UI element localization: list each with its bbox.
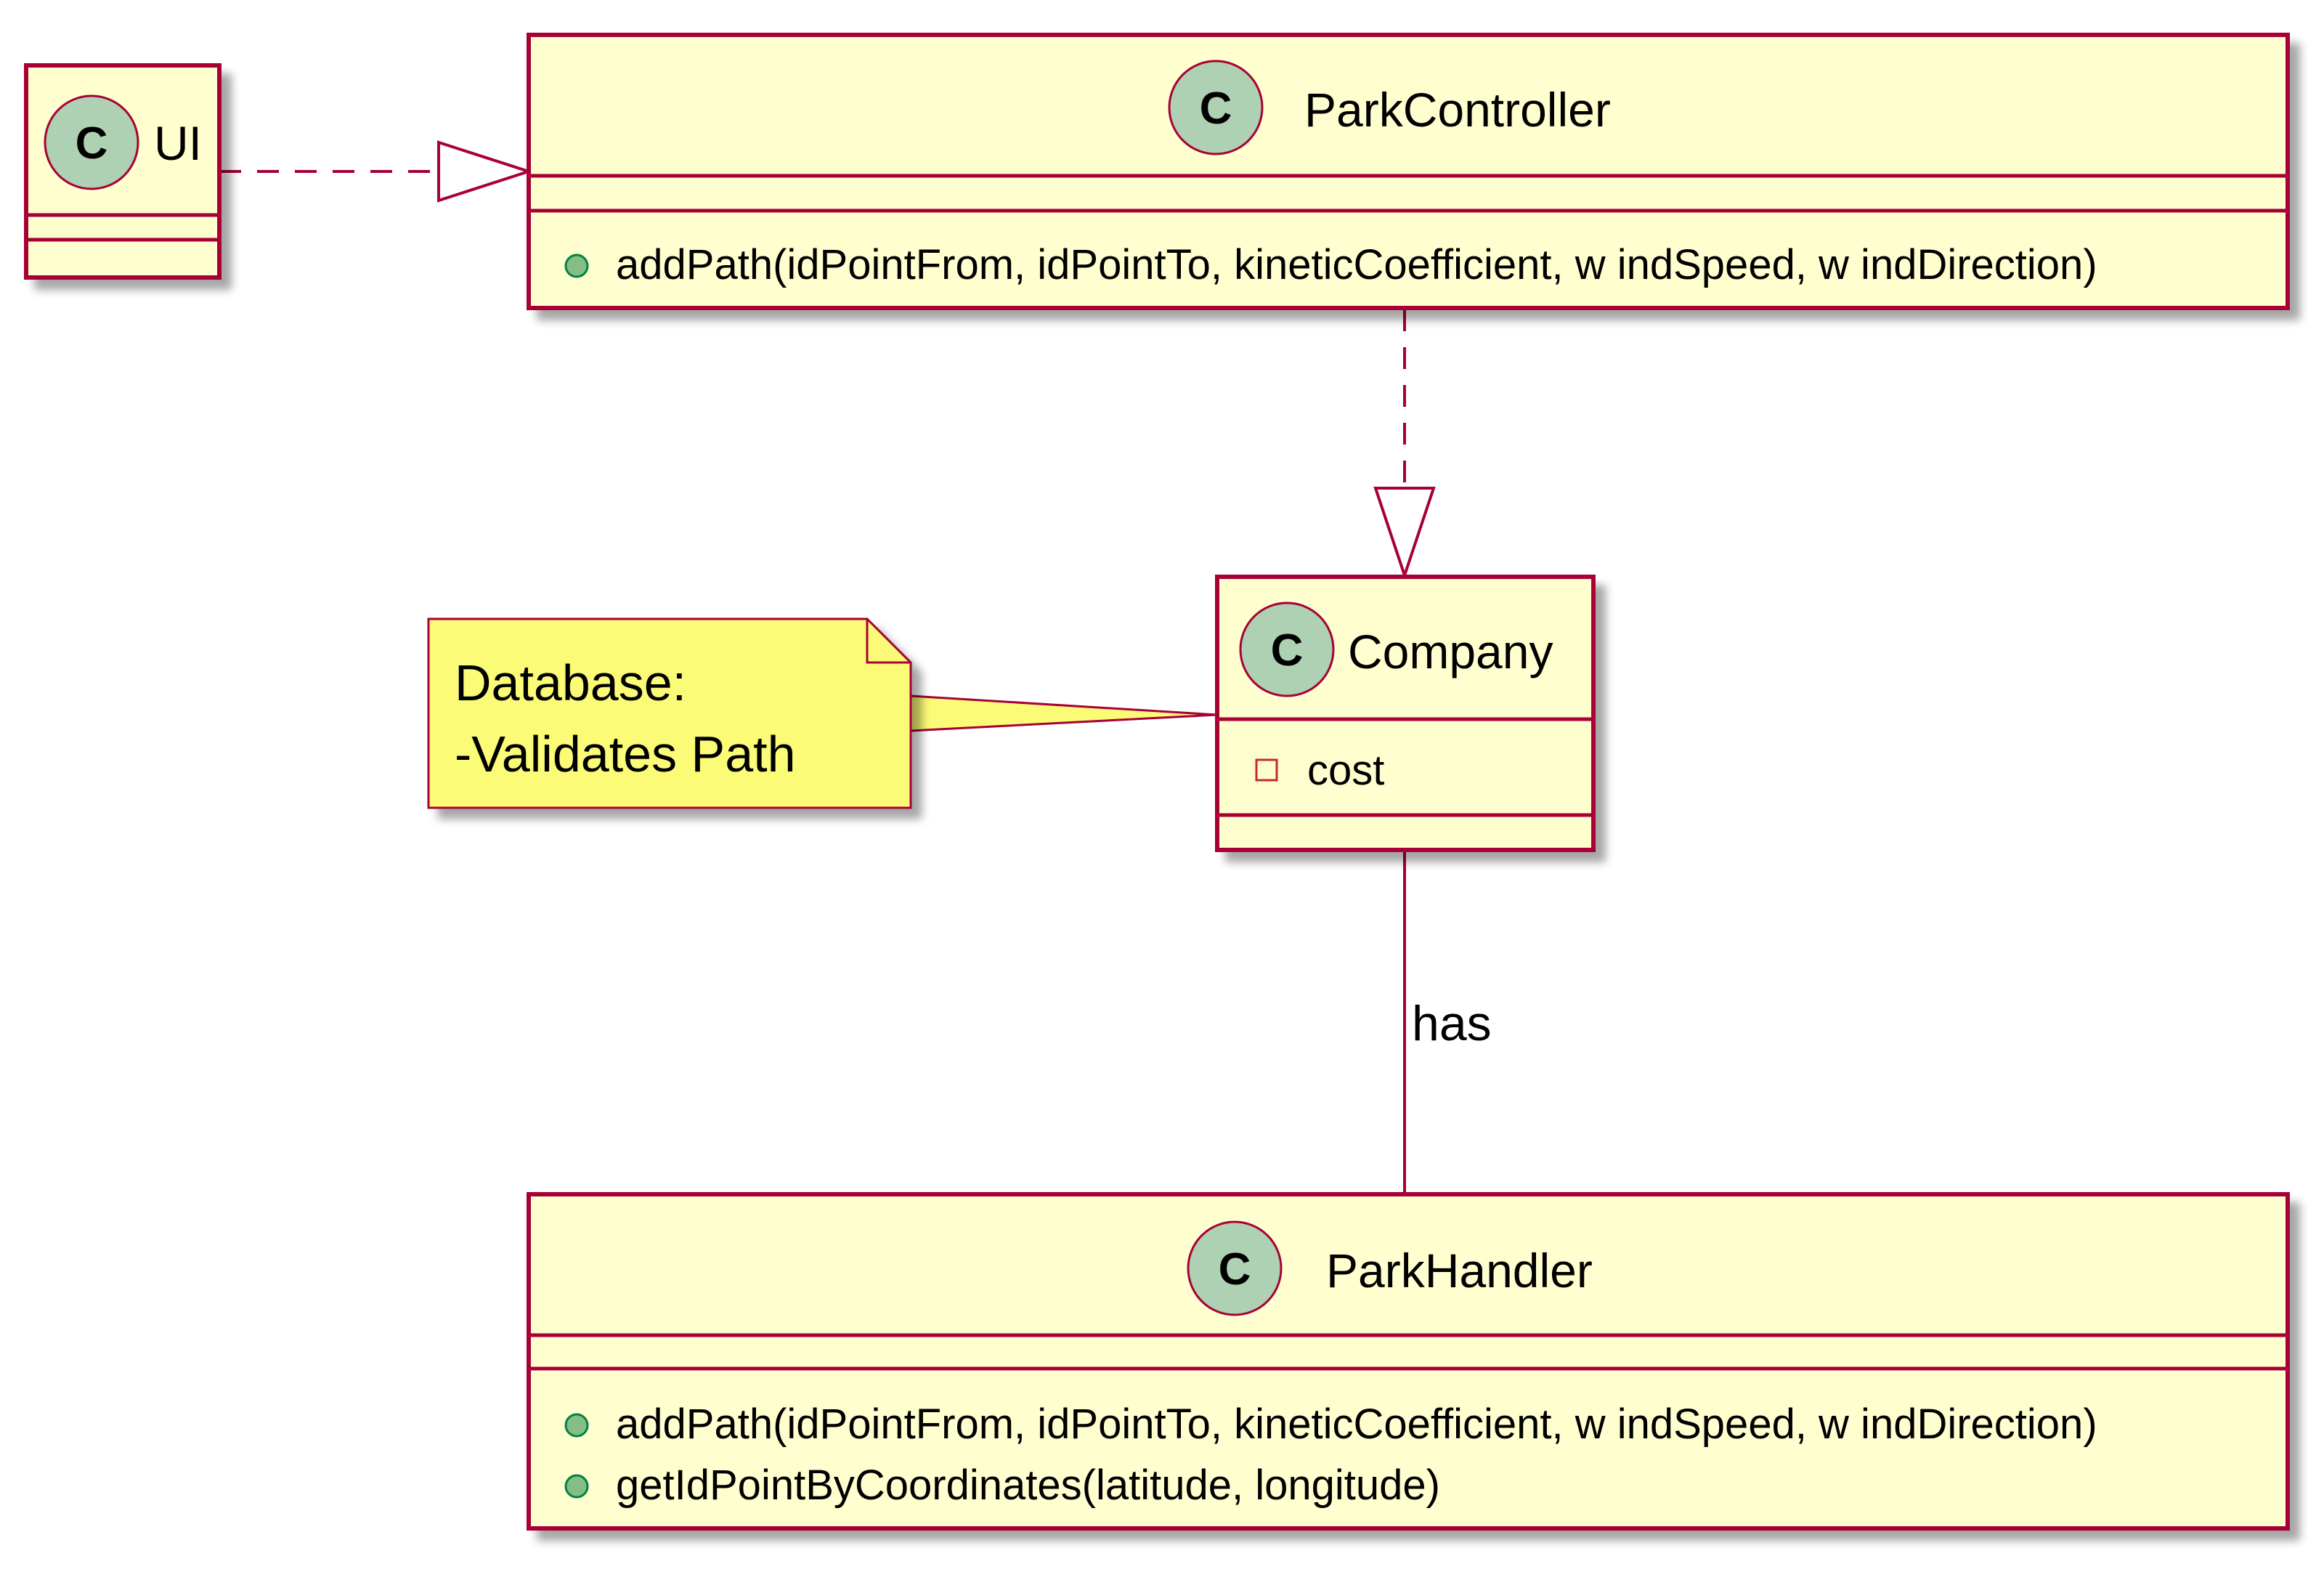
svg-text:getIdPointByCoordinates(latitu: getIdPointByCoordinates(latitude, longit… <box>616 1462 1440 1509</box>
svg-text:C: C <box>1271 625 1304 676</box>
relation-parkcontroller-company <box>1373 309 1436 580</box>
svg-text:addPath(idPointFrom, idPointTo: addPath(idPointFrom, idPointTo, kineticC… <box>616 1401 2097 1448</box>
private-visibility-icon <box>1255 758 1278 782</box>
svg-text:C: C <box>1200 84 1232 134</box>
class-name: ParkHandler <box>1326 1244 1593 1297</box>
svg-text:addPath(idPointFrom, idPointTo: addPath(idPointFrom, idPointTo, kineticC… <box>616 241 2097 288</box>
public-visibility-icon <box>564 254 589 278</box>
svg-text:C: C <box>76 118 108 169</box>
class-company[interactable]: C Company cost <box>1215 575 1596 852</box>
member-row: addPath(idPointFrom, idPointTo, kineticC… <box>564 1401 2097 1448</box>
svg-text:cost: cost <box>1307 747 1384 794</box>
class-ui[interactable]: C UI <box>24 63 222 280</box>
relation-label-has: has <box>1412 996 1492 1051</box>
realization-arrowhead <box>1373 487 1436 580</box>
class-name: Company <box>1348 625 1553 678</box>
note-database: Database: -Validates Path <box>427 617 912 809</box>
member-row: getIdPointByCoordinates(latitude, longit… <box>564 1462 1440 1509</box>
public-visibility-icon <box>564 1474 589 1499</box>
realization-arrowhead <box>437 140 534 203</box>
class-park-controller[interactable]: C ParkController addPath(idPointFrom, id… <box>527 33 2290 310</box>
class-stereotype-spot: C <box>44 94 139 190</box>
relation-ui-parkcontroller <box>219 140 534 203</box>
public-visibility-icon <box>564 1413 589 1438</box>
class-stereotype-spot: C <box>1239 601 1335 697</box>
note-line-1: Database: <box>455 655 686 711</box>
svg-text:C: C <box>1219 1244 1251 1295</box>
member-row: addPath(idPointFrom, idPointTo, kineticC… <box>564 241 2097 288</box>
member-row: cost <box>1255 747 1384 794</box>
class-park-handler[interactable]: C ParkHandler addPath(idPointFrom, idPoi… <box>527 1192 2290 1531</box>
class-stereotype-spot: C <box>1187 1220 1283 1316</box>
class-name: ParkController <box>1304 83 1611 137</box>
note-line-2: -Validates Path <box>455 726 796 782</box>
class-name: UI <box>154 116 202 170</box>
class-stereotype-spot: C <box>1168 60 1264 155</box>
relation-company-parkhandler: has <box>1403 850 1492 1194</box>
note-connector <box>909 694 1218 732</box>
